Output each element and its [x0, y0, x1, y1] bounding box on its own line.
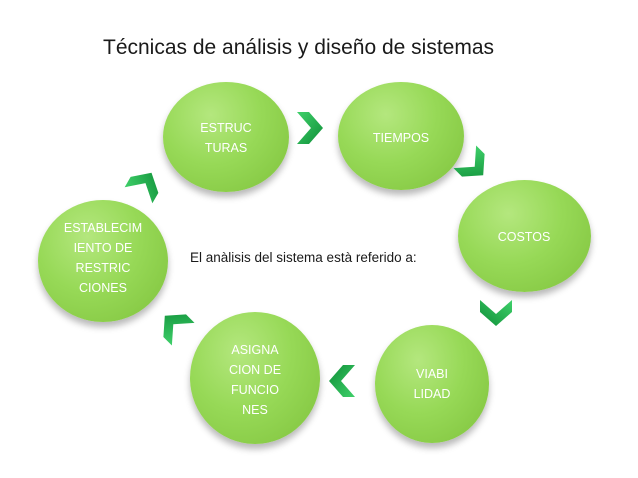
arrow-tiempos-to-costos	[453, 145, 495, 187]
page-title: Técnicas de análisis y diseño de sistema…	[103, 36, 495, 59]
node-estructuras	[163, 82, 289, 192]
arrow-asignacion-to-restricciones	[153, 304, 195, 346]
arrow-viabilidad-to-asignacion	[329, 365, 355, 397]
node-viabilidad	[375, 325, 489, 443]
node-label-asignacion: ASIGNA CION DE FUNCIO NES	[228, 343, 282, 417]
node-label-restricciones: ESTABLECIM IENTO DE RESTRIC CIONES	[63, 221, 143, 295]
arrow-restricciones-to-estructuras	[124, 164, 166, 204]
node-asignacion	[190, 312, 320, 444]
node-label-estructuras: ESTRUC TURAS	[200, 121, 252, 155]
node-label-costos: COSTOS	[497, 230, 551, 244]
node-tiempos	[338, 82, 464, 190]
node-restricciones	[38, 200, 168, 322]
node-costos	[458, 180, 591, 292]
arrow-costos-to-viabilidad	[480, 300, 512, 326]
node-label-tiempos: TIEMPOS	[372, 131, 430, 145]
arrow-estructuras-to-tiempos	[297, 112, 323, 144]
node-label-viabilidad: VIABI LIDAD	[413, 367, 451, 401]
center-caption: El anàlisis del sistema està referido a:	[190, 250, 417, 265]
